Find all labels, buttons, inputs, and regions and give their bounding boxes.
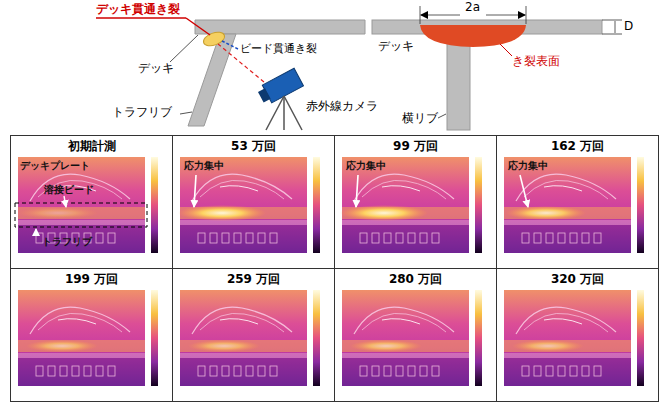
table-cell: 99 万回 xyxy=(334,135,497,269)
table-cell: 初期計測 xyxy=(10,135,173,269)
part-label: 横リブ xyxy=(402,112,438,126)
cell-heading: 162 万回 xyxy=(497,136,658,154)
cell-heading: 初期計測 xyxy=(11,136,172,154)
annotation: デッキプレート xyxy=(20,160,90,172)
part-label: 赤外線カメラ xyxy=(306,100,378,114)
table-cell: 199 万回 xyxy=(10,268,173,402)
part-label: デッキ xyxy=(378,40,414,54)
cell-heading: 320 万回 xyxy=(497,269,658,287)
dimension-label: 2a xyxy=(465,1,480,15)
cell-heading: 280 万回 xyxy=(335,269,496,287)
cell-heading: 53 万回 xyxy=(173,136,334,154)
table-cell: 162 万回 xyxy=(496,135,659,269)
dimension-label: D xyxy=(624,20,633,34)
table-cell: 320 万回 xyxy=(496,268,659,402)
table-cell: 280 万回 xyxy=(334,268,497,402)
annotation: 溶接ビード xyxy=(44,184,94,196)
cell-heading: 259 万回 xyxy=(173,269,334,287)
annotation: 応力集中 xyxy=(508,160,548,172)
table-cell: 53 万回 xyxy=(172,135,335,269)
part-label: デッキ xyxy=(138,62,174,76)
cell-heading: 99 万回 xyxy=(335,136,496,154)
part-label: トラフリブ xyxy=(112,106,172,120)
cell-heading: 199 万回 xyxy=(11,269,172,287)
crack-label: デッキ貫通き裂 xyxy=(96,3,180,17)
crack-label: き裂表面 xyxy=(512,55,560,69)
annotation: 応力集中 xyxy=(184,160,224,172)
crack-label: ビード貫通き裂 xyxy=(240,43,317,56)
annotation: 応力集中 xyxy=(346,160,386,172)
annotation: トラフリブ xyxy=(42,236,92,248)
table-cell: 259 万回 xyxy=(172,268,335,402)
